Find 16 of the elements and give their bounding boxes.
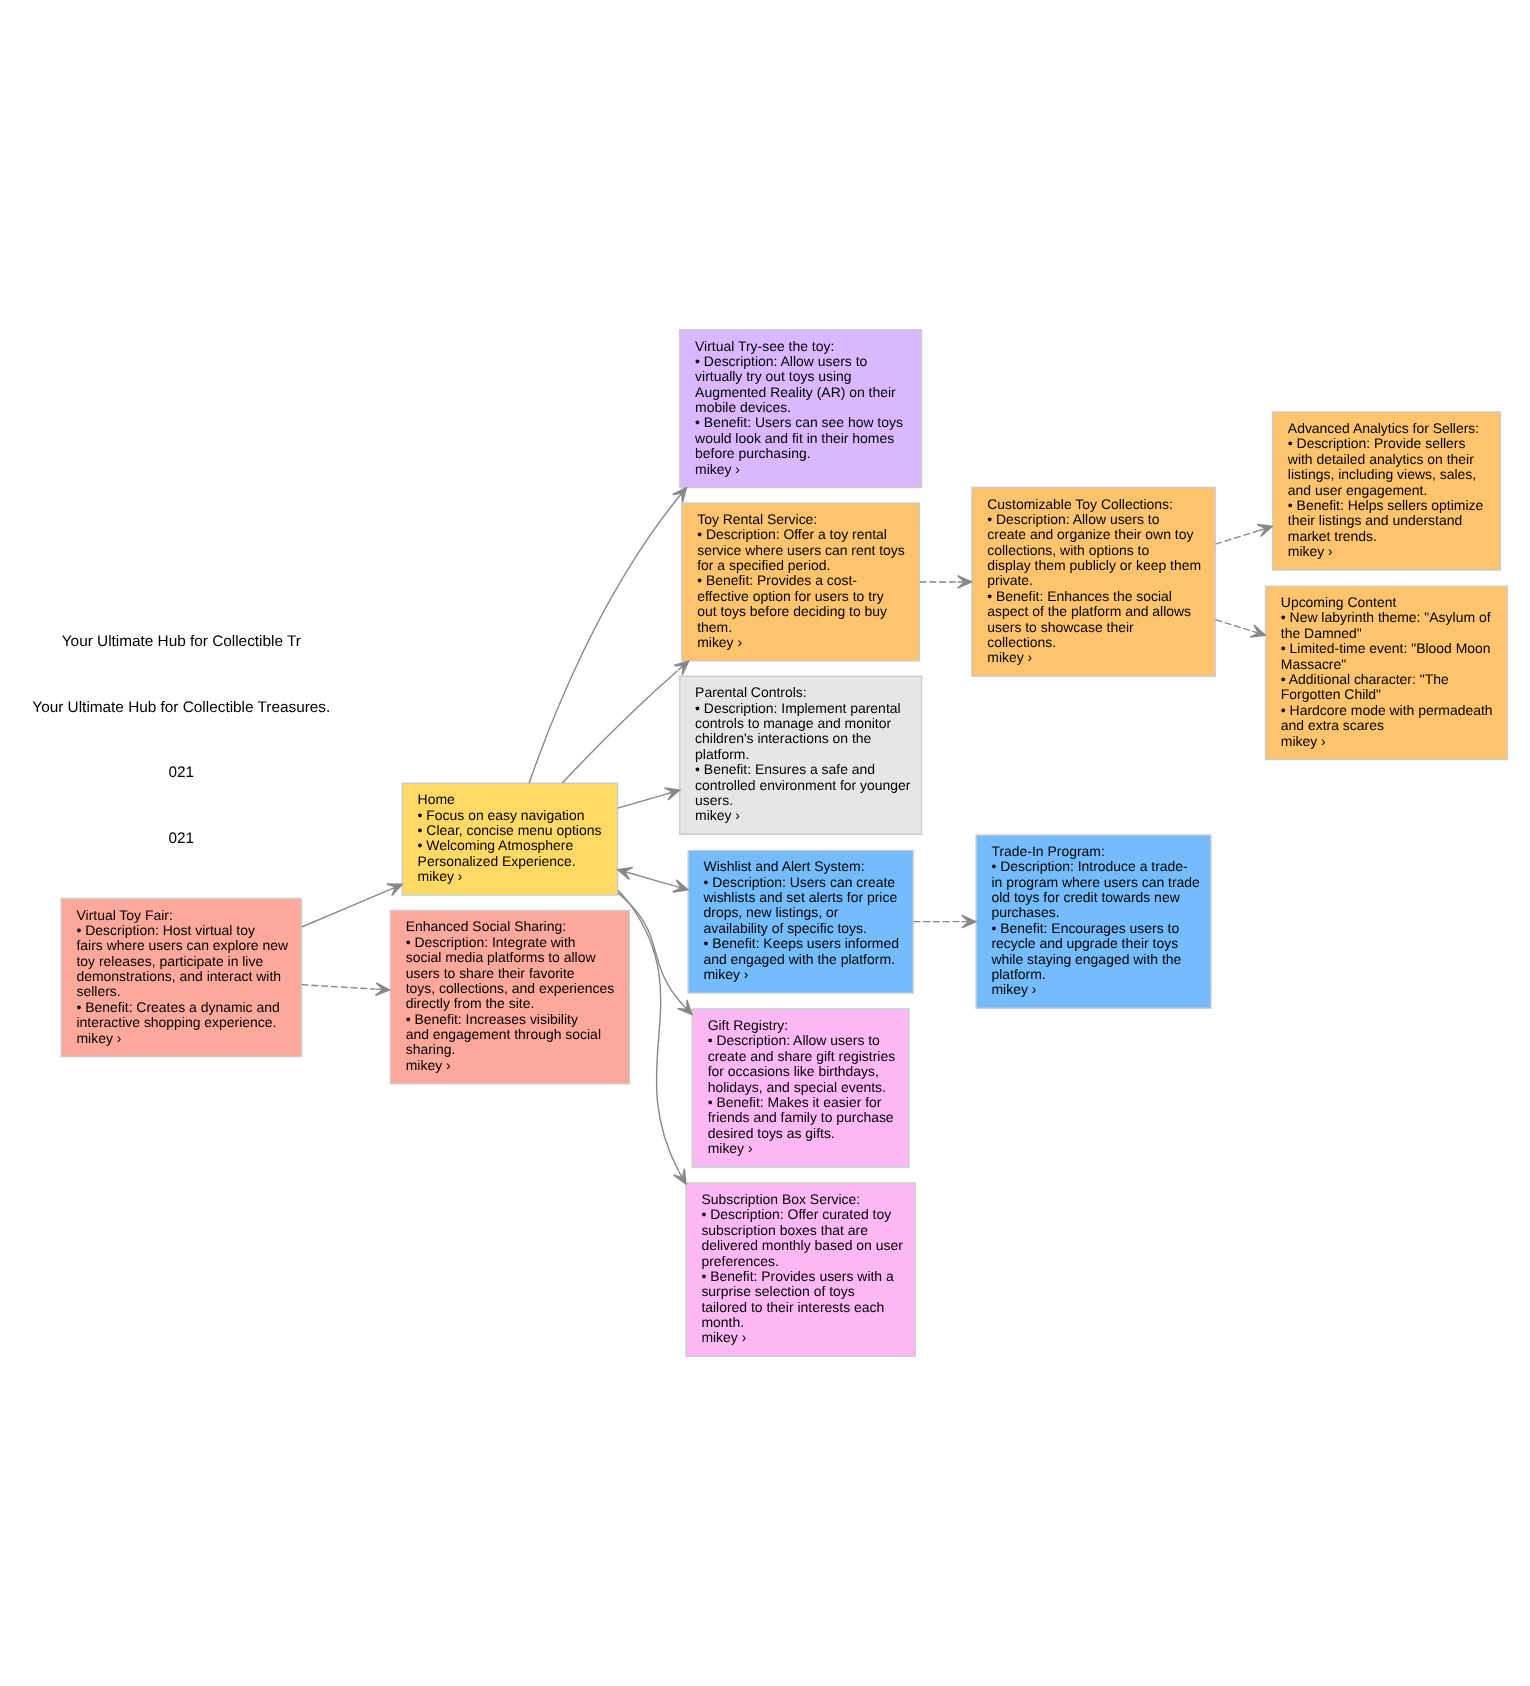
- arrow: [918, 574, 973, 589]
- arrow: [617, 892, 693, 1016]
- arrow: [1214, 618, 1267, 638]
- arrow: [301, 883, 403, 928]
- arrow: [1214, 523, 1273, 545]
- arrow: [617, 889, 687, 1185]
- arrow: [561, 660, 690, 784]
- arrow: [912, 914, 977, 929]
- label: Your Ultimate Hub for Collectible Tr: [61, 631, 301, 650]
- arrow: [616, 866, 689, 893]
- arrow: [301, 982, 391, 997]
- label: Your Ultimate Hub for Collectible Treasures.: [32, 697, 331, 716]
- label: 021: [168, 763, 195, 782]
- arrow: [528, 487, 688, 784]
- label: 021: [168, 829, 195, 848]
- arrow: [616, 787, 681, 809]
